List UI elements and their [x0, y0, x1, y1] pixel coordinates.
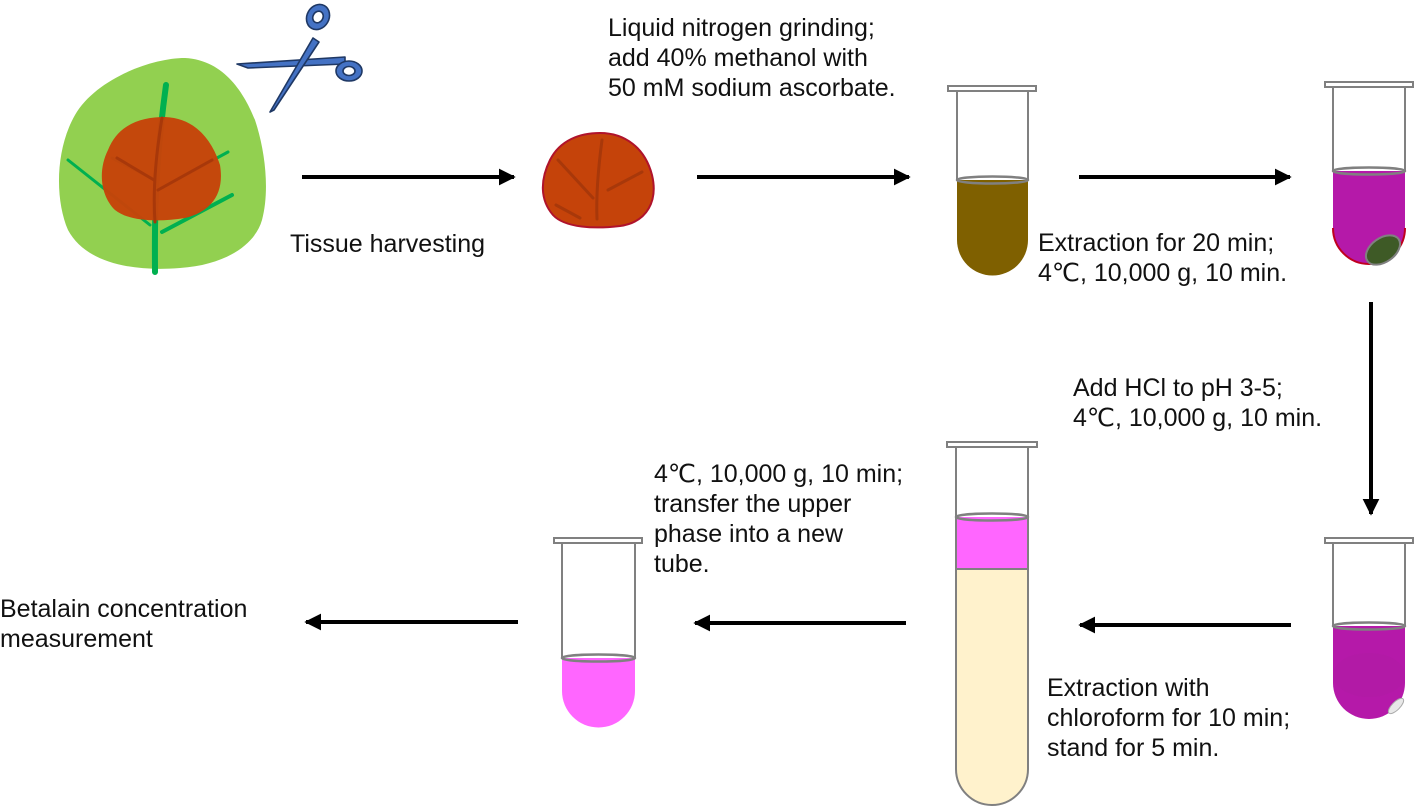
step-text: Liquid nitrogen grinding;	[608, 14, 875, 42]
step-text: 50 mM sodium ascorbate.	[608, 74, 896, 102]
step-text: phase into a new	[654, 520, 844, 548]
step-text: chloroform for 10 min;	[1047, 704, 1291, 732]
step-text: measurement	[0, 625, 153, 653]
step-label-grind: Liquid nitrogen grinding; add 40% methan…	[608, 13, 896, 103]
scissors-icon	[236, 3, 363, 113]
step-label-transfer: 4℃, 10,000 g, 10 min; transfer the upper…	[654, 459, 903, 579]
step-text: Tissue harvesting	[290, 230, 485, 258]
step-text: Extraction with	[1047, 674, 1210, 702]
step-text: Betalain concentration	[0, 595, 248, 623]
step-label-harvest: Tissue harvesting	[290, 229, 485, 259]
step-label-measure: Betalain concentration measurement	[0, 594, 247, 654]
step-label-chloroform: Extraction with chloroform for 10 min; s…	[1047, 673, 1290, 763]
test-tube-icon	[947, 85, 1037, 276]
step-text: 4℃, 10,000 g, 10 min;	[654, 460, 904, 488]
step-text: 4℃, 10,000 g, 10 min.	[1038, 259, 1288, 287]
leaf-with-sampled-tissue-icon	[58, 58, 266, 275]
test-tube-icon	[946, 441, 1038, 806]
step-text: transfer the upper	[654, 490, 852, 518]
step-text: add 40% methanol with	[608, 44, 868, 72]
test-tube-icon	[553, 537, 643, 728]
step-label-extract: Extraction for 20 min; 4℃, 10,000 g, 10 …	[1038, 228, 1287, 288]
test-tube-icon	[1324, 81, 1414, 266]
tissue-sample-icon	[541, 131, 655, 229]
step-text: Extraction for 20 min;	[1038, 229, 1275, 257]
test-tube-icon	[1324, 537, 1414, 719]
step-text: stand for 5 min.	[1047, 734, 1220, 762]
step-label-acidify: Add HCl to pH 3-5; 4℃, 10,000 g, 10 min.	[1073, 373, 1322, 433]
step-text: tube.	[654, 550, 710, 578]
step-text: Add HCl to pH 3-5;	[1073, 374, 1283, 402]
step-text: 4℃, 10,000 g, 10 min.	[1073, 404, 1323, 432]
